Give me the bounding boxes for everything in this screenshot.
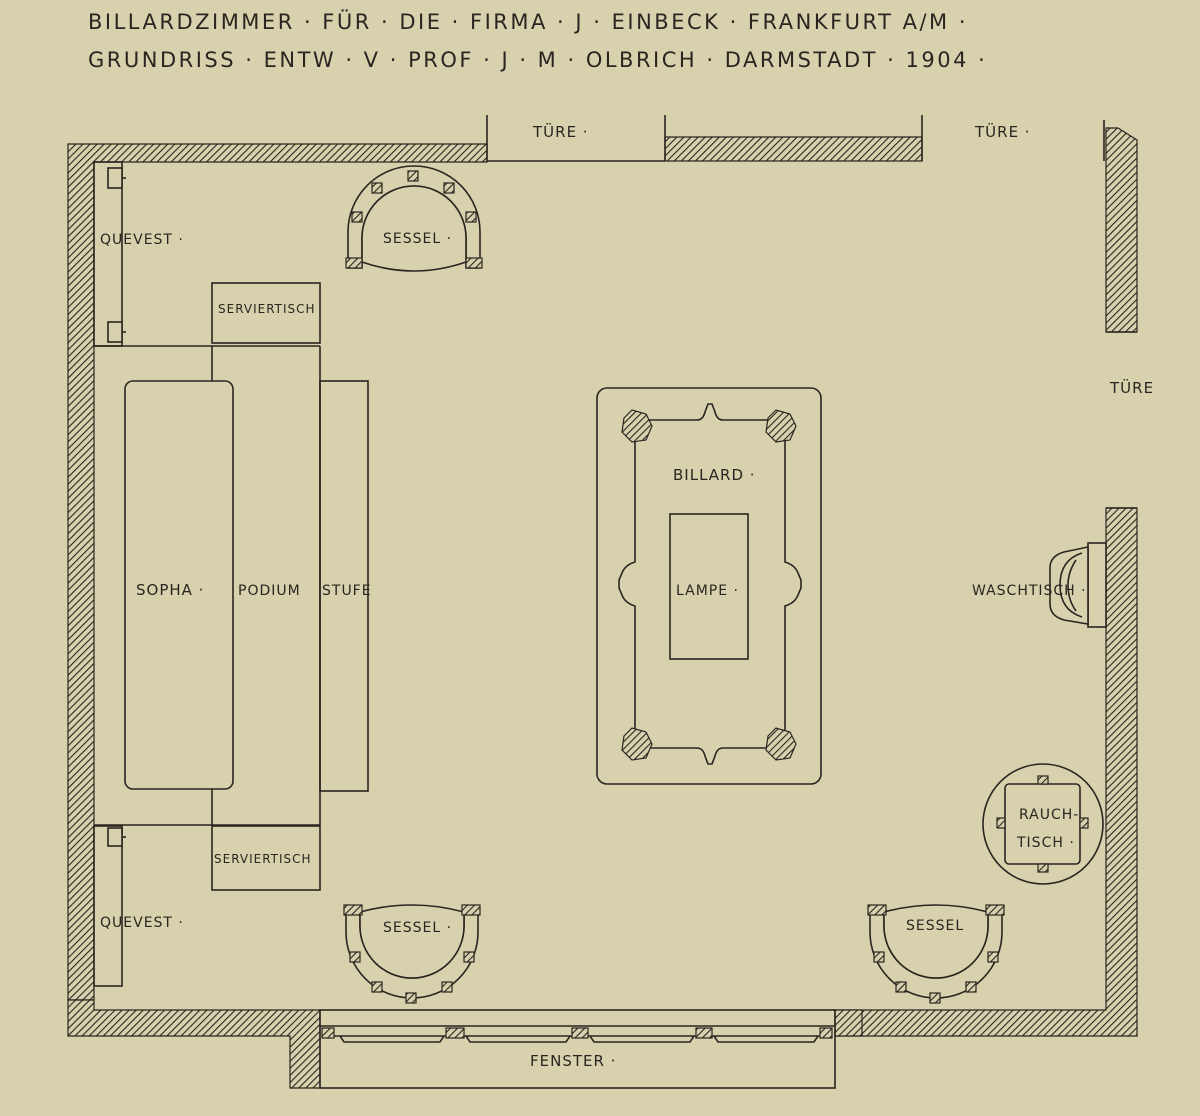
door-top-right[interactable]: TÜRE ·: [921, 115, 1105, 161]
door-top-right-label: TÜRE ·: [974, 122, 1031, 141]
wall-bottom-right: [834, 1009, 863, 1037]
sessel-bottom-left: SESSEL ·: [343, 904, 481, 1004]
rauchtisch-label-1: RAUCH-: [1019, 807, 1079, 823]
lampe: LAMPE ·: [669, 513, 749, 660]
billard-corner-br: [765, 727, 797, 761]
sessel-top: SESSEL ·: [345, 165, 483, 272]
plan-title: BILLARDZIMMER · FÜR · DIE · FIRMA · J · …: [88, 10, 969, 34]
door-right-label: TÜRE: [1109, 378, 1154, 397]
waschtisch-label: WASCHTISCH ·: [972, 583, 1087, 599]
billard-corner-bl: [621, 727, 653, 761]
billard-table: BILLARD ·: [596, 387, 822, 785]
waschtisch: WASCHTISCH ·: [972, 542, 1107, 628]
stufe-label: STUFE: [322, 583, 372, 599]
sopha: SOPHA ·: [124, 380, 234, 790]
billard-corner-tr: [765, 409, 797, 443]
sopha-label: SOPHA ·: [136, 581, 204, 599]
sessel-bottom-right-label: SESSEL: [906, 918, 964, 934]
rauchtisch: RAUCH- TISCH ·: [982, 763, 1104, 885]
sessel-bottom-right: SESSEL: [867, 904, 1005, 1004]
quevest-top-label: QUEVEST ·: [100, 232, 184, 248]
sessel-bottom-left-label: SESSEL ·: [383, 920, 452, 936]
window-label: FENSTER ·: [530, 1052, 616, 1070]
door-top-label: TÜRE ·: [532, 122, 589, 141]
stufe: STUFE: [319, 380, 372, 792]
door-top[interactable]: TÜRE ·: [486, 115, 666, 162]
wall-right-upper: [1105, 127, 1138, 333]
plan-subtitle: GRUNDRISS · ENTW · V · PROF · J · M · OL…: [88, 48, 988, 72]
door-right[interactable]: TÜRE: [1106, 331, 1154, 509]
billard-corner-tl: [621, 409, 653, 443]
serviertisch-bottom: SERVIERTISCH: [211, 825, 321, 891]
quevest-bottom: QUEVEST ·: [93, 825, 184, 987]
rauchtisch-label-2: TISCH ·: [1016, 835, 1075, 851]
window[interactable]: FENSTER ·: [319, 1009, 836, 1089]
quevest-bottom-label: QUEVEST ·: [100, 915, 184, 931]
serviertisch-top: SERVIERTISCH: [211, 282, 321, 344]
quevest-top: QUEVEST ·: [93, 161, 184, 347]
billard-label: BILLARD ·: [673, 466, 756, 484]
serviertisch-top-label: SERVIERTISCH: [218, 302, 316, 316]
serviertisch-bottom-label: SERVIERTISCH: [214, 852, 312, 866]
wall-bottom-left: [67, 999, 321, 1089]
wall-top-middle: [664, 136, 923, 162]
sessel-top-label: SESSEL ·: [383, 231, 452, 247]
podium-label: PODIUM: [238, 583, 301, 599]
lampe-label: LAMPE ·: [676, 583, 739, 599]
